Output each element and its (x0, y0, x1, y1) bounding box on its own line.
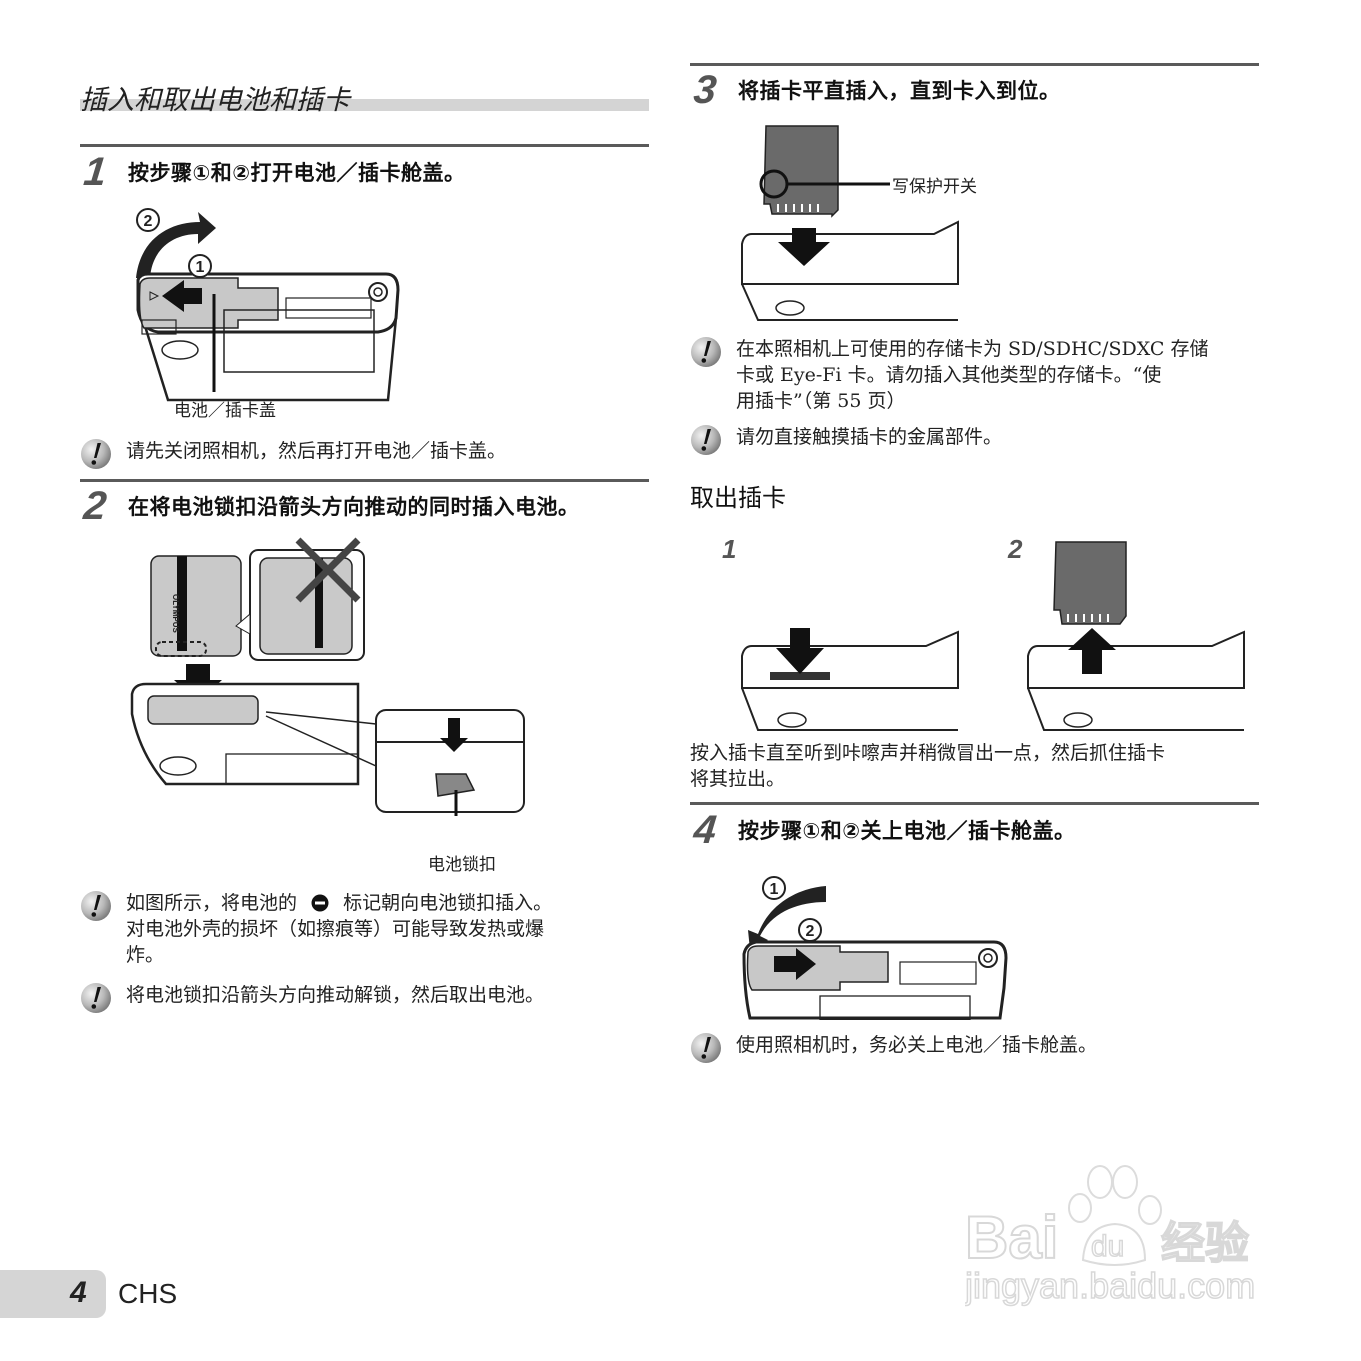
warning-icon (690, 336, 722, 368)
figure-insert-card (734, 124, 964, 324)
figure-pull-card (1022, 540, 1248, 732)
warning-icon (80, 982, 112, 1014)
note: 如图所示，将电池的 标记朝向电池锁扣插入。 对电池外壳的损坏（如擦痕等）可能导致… (80, 890, 640, 968)
svg-text:Bai: Bai (965, 1204, 1058, 1271)
page-number: 4 (70, 1276, 87, 1309)
note-text: 将电池锁扣沿箭头方向推动解锁，然后取出电池。 (126, 984, 545, 1006)
figure-close-cover: 1 2 (740, 872, 1012, 1020)
svg-text:2: 2 (144, 213, 153, 230)
callout-battery-lock: 电池锁扣 (428, 855, 496, 875)
warning-icon (80, 890, 112, 922)
note-text-part: 炸。 (126, 944, 165, 966)
step-number: 4 (691, 808, 719, 852)
page-number-tab (0, 1270, 106, 1318)
note-text: 使用照相机时，务必关上电池／插卡舱盖。 (736, 1034, 1098, 1056)
callout-write-protect: 写保护开关 (892, 177, 977, 197)
svg-text:du: du (1091, 1230, 1124, 1263)
divider (80, 479, 649, 482)
divider (690, 802, 1259, 805)
step-3-heading: 3 将插卡平直插入，直到卡入到位。 (691, 68, 1061, 112)
baidu-watermark: Bai du 经验 jingyan.baidu.com (965, 1160, 1285, 1310)
step-text: 按步骤①和②关上电池／插卡舱盖。 (738, 819, 1076, 843)
figure-insert-battery: OLYMPUS (126, 534, 528, 816)
note-text: 如图所示，将电池的 标记朝向电池锁扣插入。 对电池外壳的损坏（如擦痕等）可能导致… (126, 890, 552, 968)
note-text-part: 标记朝向电池锁扣插入。 (343, 892, 553, 914)
note: 将电池锁扣沿箭头方向推动解锁，然后取出电池。 (80, 982, 640, 1014)
note-text-part: 对电池外壳的损坏（如擦痕等）可能导致发热或爆 (126, 918, 545, 940)
svg-text:OLYMPUS: OLYMPUS (171, 594, 180, 633)
warning-icon (80, 438, 112, 470)
section-title: 插入和取出电池和插卡 (80, 85, 350, 116)
divider (690, 63, 1259, 66)
warning-icon (690, 424, 722, 456)
warning-icon (690, 1032, 722, 1064)
watermark-brand-cn: 经验 (1161, 1218, 1249, 1269)
note-text-part: 如图所示，将电池的 (126, 892, 298, 914)
remove-card-text: 按入插卡直至听到咔嚓声并稍微冒出一点，然后抓住插卡 将其拉出。 (690, 740, 1260, 792)
remove-card-text-line: 按入插卡直至听到咔嚓声并稍微冒出一点，然后抓住插卡 (690, 742, 1166, 764)
step-text: 按步骤①和②打开电池／插卡舱盖。 (128, 161, 466, 185)
sub-step-number: 2 (1008, 534, 1023, 564)
note-text: 在本照相机上可使用的存储卡为 SD/SDHC/SDXC 存储 卡或 Eye-Fi… (736, 336, 1208, 414)
step-number: 1 (81, 150, 109, 194)
svg-text:1: 1 (196, 259, 205, 276)
step-2-heading: 2 在将电池锁扣沿箭头方向推动的同时插入电池。 (81, 484, 580, 528)
remove-card-title: 取出插卡 (690, 484, 786, 512)
step-1-heading: 1 按步骤①和②打开电池／插卡舱盖。 (81, 150, 466, 194)
divider (80, 144, 649, 147)
note-text-part: 卡或 Eye-Fi 卡。请勿插入其他类型的存储卡。“使 (736, 364, 1162, 386)
note-text-part: 在本照相机上可使用的存储卡为 SD/SDHC/SDXC 存储 (736, 338, 1209, 360)
language-label: CHS (118, 1278, 178, 1309)
note-text: 请先关闭照相机，然后再打开电池／插卡盖。 (126, 440, 507, 462)
step-text: 将插卡平直插入，直到卡入到位。 (738, 79, 1061, 103)
svg-text:1: 1 (770, 881, 779, 898)
step-number: 2 (81, 484, 109, 528)
section-title-bar (80, 99, 649, 111)
minus-terminal-icon (311, 894, 329, 912)
note-text-part: 用插卡”（第 55 页） (736, 390, 906, 412)
figure-open-cover: 2 1 (128, 200, 408, 420)
note: 请勿直接触摸插卡的金属部件。 (690, 424, 1250, 456)
figure-push-card (736, 628, 962, 732)
note-text: 请勿直接触摸插卡的金属部件。 (736, 426, 1003, 448)
svg-text:2: 2 (806, 923, 815, 940)
step-number: 3 (691, 68, 719, 112)
step-4-heading: 4 按步骤①和②关上电池／插卡舱盖。 (691, 808, 1076, 852)
note: 在本照相机上可使用的存储卡为 SD/SDHC/SDXC 存储 卡或 Eye-Fi… (690, 336, 1250, 414)
callout-battery-cover: 电池／插卡盖 (174, 401, 276, 421)
baidu-paw-logo-icon: Bai du 经验 jingyan.baidu.com (965, 1165, 1256, 1307)
note: 请先关闭照相机，然后再打开电池／插卡盖。 (80, 438, 650, 470)
remove-card-text-line: 将其拉出。 (690, 768, 786, 790)
note: 使用照相机时，务必关上电池／插卡舱盖。 (690, 1032, 1250, 1064)
step-text: 在将电池锁扣沿箭头方向推动的同时插入电池。 (128, 495, 580, 519)
watermark-url: jingyan.baidu.com (965, 1265, 1255, 1306)
sub-step-number: 1 (722, 534, 737, 564)
